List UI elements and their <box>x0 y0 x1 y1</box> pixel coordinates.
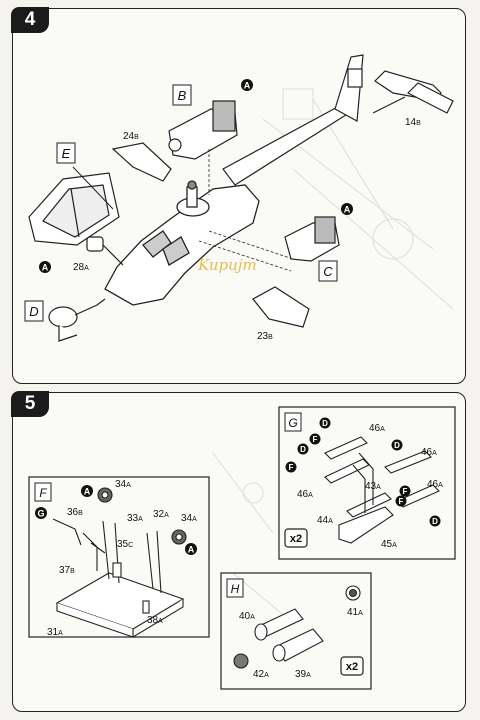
step-4-drawing: B E C D A A A 14B 24B 28A 23B <box>24 54 454 342</box>
callout-box-c: C <box>318 260 338 282</box>
part-label-46a-lower: 46A <box>427 479 443 490</box>
weapons-pylon-assembly <box>324 436 440 544</box>
part-label-32a: 32A <box>153 509 169 520</box>
svg-text:A: A <box>244 81 251 91</box>
svg-text:A: A <box>42 263 49 273</box>
helicopter-fuselage <box>104 180 260 306</box>
part-label-46a-left: 46A <box>297 489 313 500</box>
leader-line-e <box>72 166 114 210</box>
part-28a-sensor <box>86 236 124 266</box>
step-4-panel: B E C D A A A 14B 24B 28A 23B <box>11 7 466 384</box>
marker-f-1: F <box>309 433 321 445</box>
part-label-43a: 43A <box>365 481 381 492</box>
detail-box-h-title-frame <box>226 578 244 598</box>
svg-text:D: D <box>300 445 306 454</box>
part-label-41a: 41A <box>347 607 363 618</box>
marker-d-1: D <box>319 417 331 429</box>
part-label-24b: 24B <box>123 131 139 142</box>
marker-d-4: D <box>429 515 441 527</box>
part-label-42a: 42A <box>253 669 269 680</box>
part-d-turret <box>48 298 106 342</box>
rocket-pod-assembly <box>233 585 361 669</box>
callout-box-b: B <box>172 84 192 106</box>
part-label-14b: 14B <box>405 117 421 128</box>
svg-text:D: D <box>394 441 400 450</box>
part-label-46a-top: 46A <box>369 423 385 434</box>
detail-box-g-title: G <box>288 416 297 430</box>
step-number-badge: 4 <box>11 7 49 33</box>
part-label-23b: 23B <box>257 331 273 342</box>
marker-a-box-f-top: A <box>81 485 93 497</box>
helicopter-tail <box>222 54 364 186</box>
svg-text:A: A <box>344 205 351 215</box>
part-label-39a: 39A <box>295 669 311 680</box>
detail-box-h-title: H <box>231 582 240 596</box>
watermark: Kupujm <box>198 256 257 274</box>
svg-text:G: G <box>37 509 44 519</box>
part-label-35c: 35C <box>117 539 133 550</box>
step-5-panel: F A A G 34A 36B <box>11 391 466 712</box>
part-b-engine <box>168 100 238 160</box>
marker-a-sensor: A <box>39 261 51 273</box>
detail-box-f-title: F <box>39 486 47 500</box>
svg-text:F: F <box>289 463 294 472</box>
part-label-28a: 28A <box>73 262 89 273</box>
detail-box-f <box>28 476 210 638</box>
part-label-31a: 31A <box>47 627 63 638</box>
callout-label-b: B <box>178 88 187 103</box>
detail-box-g <box>278 406 456 560</box>
part-label-34a-left: 34A <box>115 479 131 490</box>
svg-text:D: D <box>322 419 328 428</box>
part-23b-wing <box>252 286 310 328</box>
marker-f-3: F <box>399 485 411 497</box>
callout-label-e: E <box>62 146 71 161</box>
part-14b-stabilizer <box>372 70 454 114</box>
quantity-label-g: x2 <box>290 533 302 545</box>
svg-text:F: F <box>403 487 408 496</box>
part-label-38a: 38A <box>147 615 163 626</box>
part-24b-wing <box>111 142 172 182</box>
part-label-46a-right: 46A <box>421 447 437 458</box>
landing-gear-assembly <box>52 487 187 638</box>
svg-text:F: F <box>399 497 404 506</box>
quantity-label-h: x2 <box>346 661 358 673</box>
part-label-44a: 44A <box>317 515 333 526</box>
step-5-drawing: F A A G 34A 36B <box>28 406 456 690</box>
detail-box-h <box>220 572 372 690</box>
marker-f-2: F <box>285 461 297 473</box>
svg-text:A: A <box>84 487 91 497</box>
detail-box-f-title-frame <box>34 482 52 502</box>
assembly-guide-lines <box>198 149 294 272</box>
part-label-37b: 37B <box>59 565 75 576</box>
part-e-canopy <box>28 172 120 246</box>
svg-text:F: F <box>313 435 318 444</box>
part-c-engine <box>284 216 340 262</box>
callout-box-d: D <box>24 300 44 322</box>
background-ghost-lines <box>262 88 454 310</box>
detail-box-g-title-frame <box>284 412 302 432</box>
svg-text:D: D <box>432 517 438 526</box>
marker-g-box-f: G <box>35 507 47 519</box>
svg-text:A: A <box>188 545 195 555</box>
part-label-34a-right: 34A <box>181 513 197 524</box>
marker-d-2: D <box>297 443 309 455</box>
callout-box-e: E <box>56 142 76 164</box>
callout-label-d: D <box>29 304 38 319</box>
part-label-36b: 36B <box>67 507 83 518</box>
marker-a-box-f-right: A <box>185 543 197 555</box>
quantity-box-g <box>284 528 308 548</box>
marker-d-3: D <box>391 439 403 451</box>
quantity-box-h <box>340 656 364 676</box>
background-ghost-lines <box>212 452 294 624</box>
part-label-33a: 33A <box>127 513 143 524</box>
marker-a-engine-b: A <box>241 79 253 91</box>
callout-label-c: C <box>323 264 333 279</box>
part-label-40a: 40A <box>239 611 255 622</box>
part-label-45a: 45A <box>381 539 397 550</box>
marker-f-4: F <box>395 495 407 507</box>
marker-a-engine-c: A <box>341 203 353 215</box>
step-number-badge: 5 <box>11 391 49 417</box>
